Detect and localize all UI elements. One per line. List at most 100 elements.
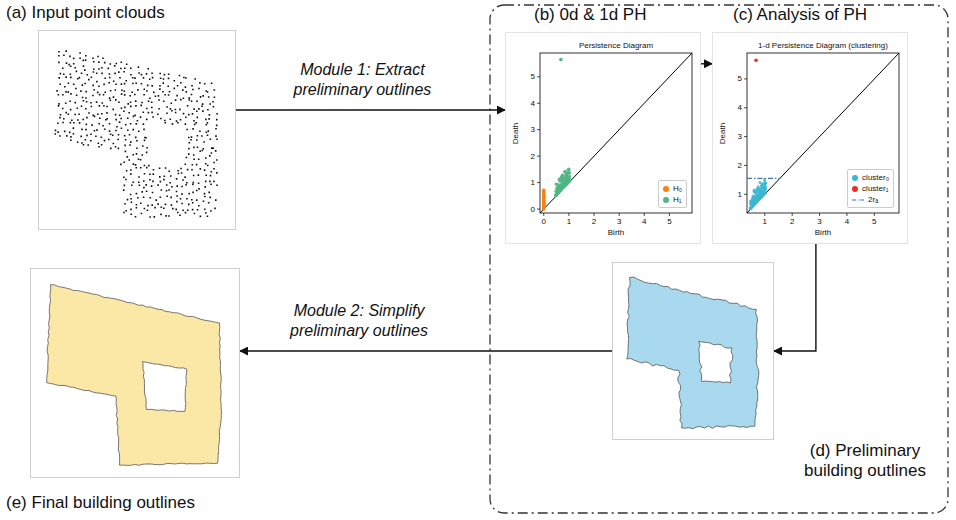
image-panel: (a) Input point clouds [38,30,236,230]
legend-row: H₁ [663,194,682,205]
tick-label: 2 [723,161,742,170]
tick [537,103,540,104]
persistence-point [565,175,568,178]
tick-label: 3 [810,217,830,226]
legend-text: H₁ [673,194,681,205]
persistence-point [753,189,756,192]
panel-figure [39,31,235,229]
panel-figure [713,33,907,243]
h0-point [542,191,545,194]
persistence-point [568,180,571,183]
image-panel: (e) Final building outlines [30,268,240,478]
panel-figure [31,269,239,477]
tick-label: 5 [659,217,679,226]
tick [537,129,540,130]
tick [568,213,569,216]
edge-label: Module 1: Extract preliminary outlines [262,60,462,100]
persistence-point [750,199,753,202]
tick-label: 4 [837,217,857,226]
persistence-point [763,190,766,193]
panel-heading: (c) Analysis of PH [733,5,867,25]
persistence-point [563,170,566,173]
legend: H₀H₁ [658,180,687,208]
persistence-point [567,172,570,175]
tick-label: 0 [534,217,554,226]
h0-point [542,195,545,198]
persistence-point [762,187,765,190]
plot-panel: (b) 0d & 1d PHPersistence Diagram0123450… [505,32,701,244]
persistence-point [566,179,569,182]
persistence-point [557,188,560,191]
tick-label: 2 [516,152,535,161]
persistence-point [564,170,567,173]
persistence-point [754,201,757,204]
persistence-point [749,206,752,209]
legend-text: cluster₀ [862,172,889,183]
panel-figure [613,263,773,439]
tick [792,213,793,216]
tick [537,182,540,183]
persistence-point [562,181,565,184]
persistence-point [749,207,752,210]
tick-label: 3 [609,217,629,226]
h0-point [542,192,545,195]
building-outline [627,277,759,429]
legend: cluster₀cluster₁2rₐ [847,169,894,208]
connector-arrow [236,109,505,110]
legend-row: cluster₀ [852,172,889,183]
plot-title: 1-d Persistence Diagram (clustering) [747,41,899,50]
persistence-point [567,179,570,182]
h0-point [542,196,545,199]
persistence-point [555,192,558,195]
building-outline [47,285,222,466]
legend-text: cluster₁ [862,183,888,194]
legend-swatch [852,186,858,192]
persistence-point [555,193,558,196]
persistence-point [763,182,766,185]
persistence-point [761,194,764,197]
panel-heading: (e) Final building outlines [6,493,195,513]
legend-swatch [663,186,669,192]
tick-label: 2 [782,217,802,226]
persistence-point [764,182,767,185]
dashed-frame [490,5,948,513]
legend-swatch [663,197,669,203]
tick-label: 4 [634,217,654,226]
tick [744,194,747,195]
persistence-point [758,181,761,184]
persistence-point [567,168,570,171]
plot-title: Persistence Diagram [540,41,692,50]
tick-label: 1 [559,217,579,226]
legend-row: H₀ [663,183,682,194]
persistence-point [561,173,564,176]
panel-heading: (d) Preliminary building outlines [789,441,941,481]
point-cloud [55,50,218,218]
tick [537,156,540,157]
tick [846,213,847,216]
tick-label: 5 [723,74,742,83]
legend-line-sample [852,197,864,203]
persistence-point [561,185,564,188]
tick [644,213,645,216]
tick [619,213,620,216]
persistence-point [758,197,761,200]
persistence-point [556,192,559,195]
tick [594,213,595,216]
plot-panel: (c) Analysis of PH1-d Persistence Diagra… [712,32,908,244]
tick [744,78,747,79]
axis-label: Birth [540,228,692,237]
legend-line [852,199,864,200]
legend-text: H₀ [673,183,682,194]
tick [537,76,540,77]
connector-arrow [774,244,816,351]
panel-figure [506,33,700,243]
h0-point [542,191,545,194]
legend-swatch [852,175,858,181]
tick [744,136,747,137]
tick [819,213,820,216]
persistence-point [749,206,752,209]
persistence-point [567,178,570,181]
tick [874,213,875,216]
legend-text: 2rₐ [868,194,878,205]
